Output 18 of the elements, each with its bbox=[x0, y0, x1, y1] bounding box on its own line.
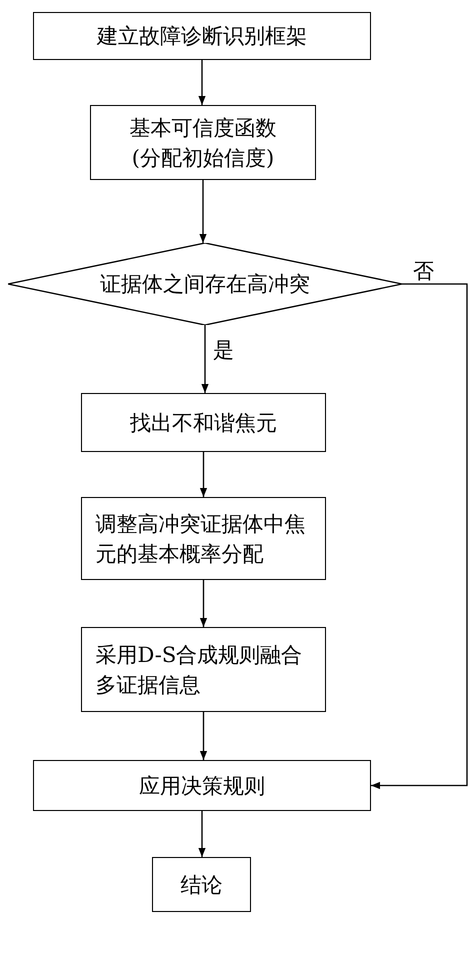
process-box: 找出不和谐焦元 bbox=[81, 393, 326, 452]
edge-label: 否 bbox=[412, 259, 435, 283]
process-box: 建立故障诊断识别框架 bbox=[33, 12, 371, 60]
process-box: 应用决策规则 bbox=[33, 760, 371, 811]
arrow bbox=[200, 580, 208, 627]
arrow bbox=[201, 325, 209, 393]
arrow bbox=[200, 452, 208, 497]
decision-diamond: 证据体之间存在高冲突 bbox=[8, 243, 402, 325]
arrow bbox=[199, 180, 207, 243]
process-box: 基本可信度函数(分配初始信度) bbox=[90, 105, 316, 180]
arrow bbox=[200, 712, 208, 760]
arrow bbox=[198, 60, 206, 105]
process-box: 采用D-S合成规则融合多证据信息 bbox=[81, 627, 326, 712]
edge-label: 是 bbox=[212, 338, 235, 362]
arrow bbox=[198, 811, 206, 857]
terminal-box: 结论 bbox=[152, 857, 251, 912]
process-box: 调整高冲突证据体中焦元的基本概率分配 bbox=[81, 497, 326, 580]
arrow bbox=[371, 283, 468, 790]
